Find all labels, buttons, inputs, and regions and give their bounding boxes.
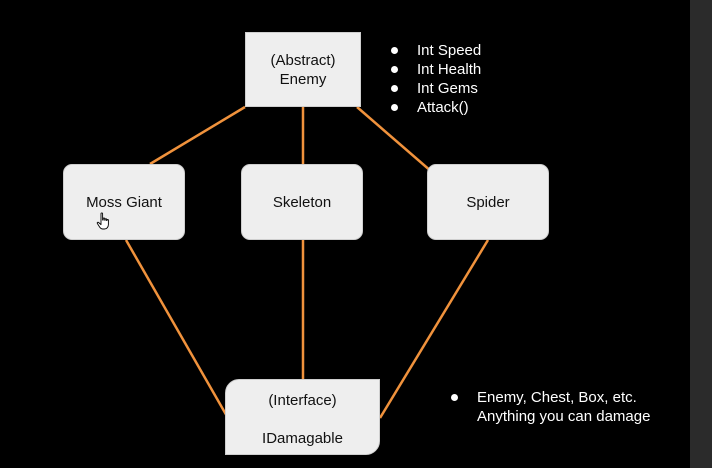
node-interface-label: IDamagable — [262, 430, 343, 447]
node-skeleton: Skeleton — [241, 164, 363, 240]
node-enemy-stereotype: (Abstract) — [270, 51, 336, 69]
node-interface-idamagable: (Interface) IDamagable — [225, 379, 380, 455]
enemy-property-item: Attack() — [388, 98, 481, 117]
enemy-properties-list: Int Speed Int Health Int Gems Attack() — [388, 41, 481, 117]
interface-note-list: Enemy, Chest, Box, etc. Anything you can… — [448, 388, 658, 426]
connector-moss-giant-interface — [124, 239, 230, 419]
enemy-property-item: Int Health — [388, 60, 481, 79]
node-interface-stereotype: (Interface) — [268, 392, 337, 409]
right-gutter — [690, 0, 712, 468]
node-spider-label: Spider — [466, 193, 510, 211]
node-abstract-enemy: (Abstract) Enemy — [245, 32, 361, 107]
enemy-property-item: Int Gems — [388, 79, 481, 98]
node-moss-giant-label: Moss Giant — [86, 193, 162, 211]
connector-spider-interface — [378, 239, 490, 419]
node-skeleton-label: Skeleton — [272, 193, 332, 211]
interface-note-item: Enemy, Chest, Box, etc. Anything you can… — [448, 388, 658, 426]
enemy-property-item: Int Speed — [388, 41, 481, 60]
node-moss-giant: Moss Giant — [63, 164, 185, 240]
hand-pointer-icon — [96, 212, 109, 230]
connector-enemy-moss-giant — [149, 105, 246, 166]
node-enemy-label: Enemy — [279, 70, 327, 88]
node-spider: Spider — [427, 164, 549, 240]
